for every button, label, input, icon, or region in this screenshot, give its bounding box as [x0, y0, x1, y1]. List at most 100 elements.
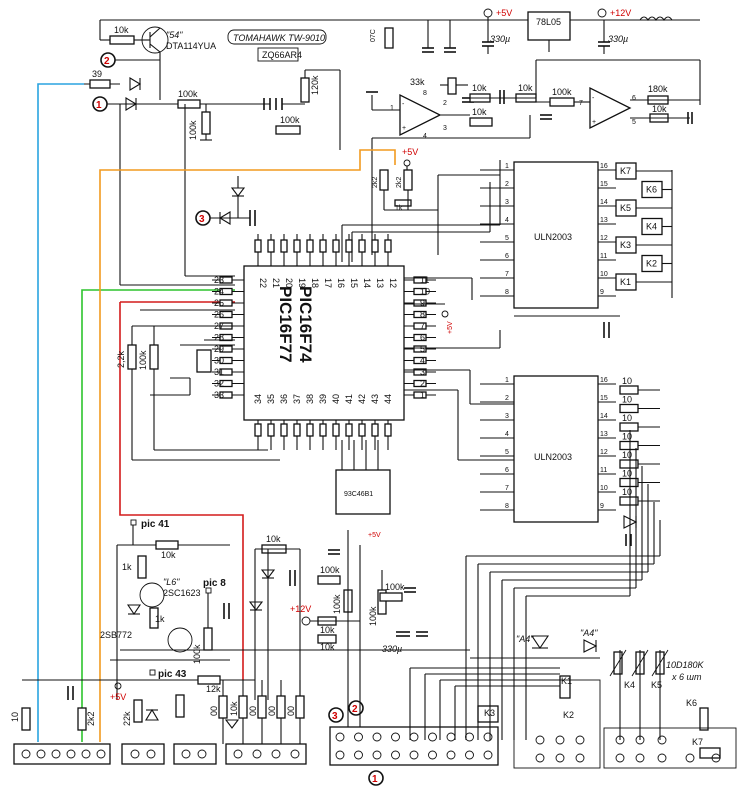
marker-3-bottom-label: 3: [332, 711, 338, 722]
res-1k-trim: 1k: [395, 205, 403, 212]
uln-pin-left: 3: [505, 199, 509, 206]
uln-pin-left: 5: [505, 235, 509, 242]
plus5v-label-bottom: +5V: [110, 692, 126, 702]
plus5v-terminal-top: [483, 8, 493, 18]
uln-pin-right: 13: [600, 431, 608, 438]
res-bottom-row-label: 00: [267, 706, 277, 716]
pic-pin-left: 28: [214, 333, 224, 343]
connector-pin: [197, 749, 207, 759]
res-10k-pic41: 10k: [161, 550, 176, 560]
pic-pin-right: 2: [420, 379, 425, 389]
relay-coil-label: K3: [620, 240, 631, 250]
diode-icon-5: [126, 604, 142, 615]
uln-pin-right: 15: [600, 181, 608, 188]
connector-pin: [233, 749, 243, 759]
relay-io-pin: [575, 753, 585, 763]
pic-pin-left: 29: [214, 344, 224, 354]
connector-pin: [51, 749, 61, 759]
main-connector-pin: [483, 732, 493, 742]
marker-3-bottom: [328, 707, 344, 723]
uln-top-label: ULN2003: [534, 232, 572, 242]
main-connector-pin: [483, 750, 493, 760]
transistor-part: DTA114YUA: [166, 41, 216, 51]
relay-io-pin: [535, 753, 545, 763]
main-connector-pin: [372, 750, 382, 760]
transistor-2sc1623: 2SC1623: [163, 588, 201, 598]
connector-mid: [173, 743, 217, 765]
diode-icon-8: [145, 708, 159, 721]
pic-pin-left: 23: [214, 275, 224, 285]
diode-icon-3: [218, 211, 231, 225]
main-connector-pin: [335, 750, 345, 760]
connector-pin: [81, 749, 91, 759]
res-100k-a: 100k: [178, 89, 198, 99]
trimmer-section: +5V 2k2 2k2 1k: [372, 147, 500, 255]
pic-label-1: PIC16F74: [296, 286, 315, 363]
relay-io-pin: [657, 735, 667, 745]
cap-330u-1: 330µ: [490, 34, 510, 44]
test-point-pic43: [149, 669, 156, 676]
uln-pin-right: 14: [600, 199, 608, 206]
crystal-icon: [196, 349, 212, 373]
relay-coil-label: K1: [620, 277, 631, 287]
svg-text:6: 6: [632, 95, 636, 102]
relay-io-pin: [685, 753, 695, 763]
pic41-label: pic 41: [141, 519, 170, 530]
transistor-l6-code: "L6": [163, 577, 180, 587]
pic-pin-top: 19: [297, 278, 307, 288]
res-1k-pic41: 1k: [122, 562, 132, 572]
main-connector-pin: [354, 732, 363, 742]
title-code: ZQ66AR4: [262, 50, 302, 60]
res-100k-m3: 100k: [368, 606, 378, 626]
relay-coil-label: K2: [646, 259, 657, 269]
relay-k6-label: K6: [686, 698, 697, 708]
diode-a4-right: [583, 639, 598, 653]
plus5v-label-mid: +5V: [402, 147, 418, 157]
relay-k2-label: K2: [563, 710, 574, 720]
uln-pin-left: 6: [505, 253, 509, 260]
transistor-2sb772: 2SB772: [100, 630, 132, 640]
pic-pin-bottom: 44: [383, 394, 393, 404]
uln-pin-left: 3: [505, 413, 509, 420]
res-bottom-row: [276, 695, 286, 719]
pic41-section: pic 41 10k 1k "L6" 2SC1623 1k 2SB772 pic…: [100, 519, 230, 700]
uln-pin-right: 12: [600, 235, 608, 242]
res-10-stack: [619, 477, 639, 488]
uln-pin-right: 16: [600, 377, 608, 384]
cap-330u-3: 330µ: [382, 644, 402, 654]
transistor-2sc1623-icon: [139, 582, 165, 608]
connector-pin: [181, 749, 191, 759]
left-analog-section: 2,2k 100k: [116, 309, 280, 461]
res-39: 39: [92, 69, 102, 79]
res-bottom-row-label: 10k: [229, 701, 239, 716]
res-1k-pic41-b: 1k: [155, 614, 165, 624]
plus5v-label-eeprom: +5V: [368, 532, 381, 539]
uln-pin-left: 4: [505, 431, 509, 438]
svg-text:4: 4: [423, 133, 427, 140]
relay-io-pin: [535, 735, 545, 745]
uln-pin-right: 16: [600, 163, 608, 170]
power-supply-section: +5V 78L05 +12V 330µ 330µ 07C: [100, 8, 700, 54]
pic-pin-right: 9: [420, 298, 425, 308]
opamp-section: -+ 18 42 3 33k 10k 10k 10k -+ 765 100k 1…: [366, 59, 701, 255]
pic-pin-right: 10: [420, 287, 430, 297]
title-block: TOMAHAWK TW-9010 ZQ66AR4: [227, 29, 327, 62]
cap-330u-2: 330µ: [608, 34, 628, 44]
relay-k5-label: K5: [651, 680, 662, 690]
plus5v-label-top: +5V: [496, 8, 512, 18]
wire-green: [81, 289, 235, 742]
res-10k-m2: 10k: [320, 642, 335, 652]
res-120k: 120k: [310, 75, 320, 95]
res-100k-m2: 100k: [332, 594, 342, 614]
pic-pin-bottom: 43: [370, 394, 380, 404]
pic-pin-top: 16: [336, 278, 346, 288]
res-10k-e: 10k: [652, 104, 667, 114]
uln-pin-right: 10: [600, 271, 608, 278]
relay-io-pin: [555, 735, 565, 745]
res-10-stack: [619, 440, 639, 451]
main-connector-pin: [372, 732, 382, 742]
svg-text:+: +: [402, 125, 406, 132]
eeprom-label: 93C46B1: [344, 491, 373, 498]
